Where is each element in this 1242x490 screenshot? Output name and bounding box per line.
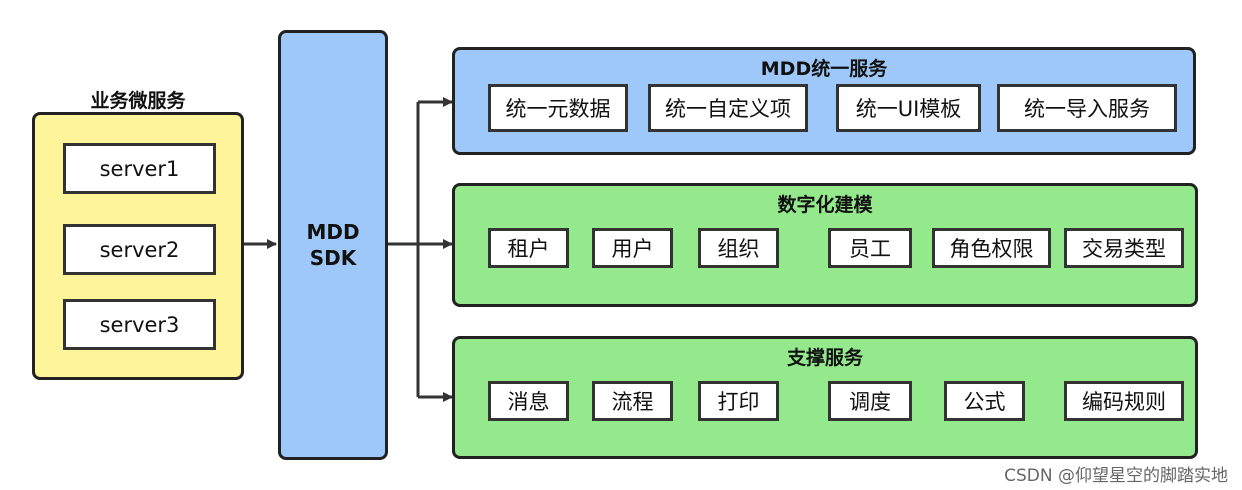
print: 打印 xyxy=(698,381,779,421)
server-2: server2 xyxy=(63,224,216,275)
unified-service-group: MDD统一服务 统一元数据 统一自定义项 统一UI模板 统一导入服务 xyxy=(452,47,1196,155)
digital-modeling-group: 数字化建模 租户 用户 组织 员工 角色权限 交易类型 xyxy=(452,183,1198,307)
watermark: CSDN @仰望星空的脚踏实地 xyxy=(1004,466,1228,486)
support-service-group: 支撑服务 消息 流程 打印 调度 公式 编码规则 xyxy=(452,336,1198,459)
sdk-label-line2: SDK xyxy=(309,246,357,270)
support-service-title: 支撑服务 xyxy=(786,347,863,369)
organization: 组织 xyxy=(698,228,779,268)
unified-service-title: MDD统一服务 xyxy=(760,58,888,80)
server-1: server1 xyxy=(63,143,216,194)
transaction-type: 交易类型 xyxy=(1064,228,1184,268)
unified-metadata: 统一元数据 xyxy=(488,84,628,132)
message: 消息 xyxy=(488,381,569,421)
mdd-sdk-box: MDD SDK xyxy=(278,30,388,460)
microservices-group: server1 server2 server3 xyxy=(32,112,244,380)
coding-rules: 编码规则 xyxy=(1064,381,1184,421)
unified-custom-items: 统一自定义项 xyxy=(648,84,808,132)
formula: 公式 xyxy=(944,381,1025,421)
sdk-label-line1: MDD xyxy=(306,220,360,244)
unified-import-service: 统一导入服务 xyxy=(997,84,1177,132)
scheduling: 调度 xyxy=(828,381,912,421)
tenant: 租户 xyxy=(488,228,569,268)
unified-ui-template: 统一UI模板 xyxy=(836,84,981,132)
user: 用户 xyxy=(592,228,673,268)
role-permission: 角色权限 xyxy=(932,228,1051,268)
employee: 员工 xyxy=(828,228,912,268)
workflow: 流程 xyxy=(592,381,673,421)
microservices-title: 业务微服务 xyxy=(90,90,186,112)
digital-modeling-title: 数字化建模 xyxy=(777,194,873,216)
server-3: server3 xyxy=(63,299,216,350)
